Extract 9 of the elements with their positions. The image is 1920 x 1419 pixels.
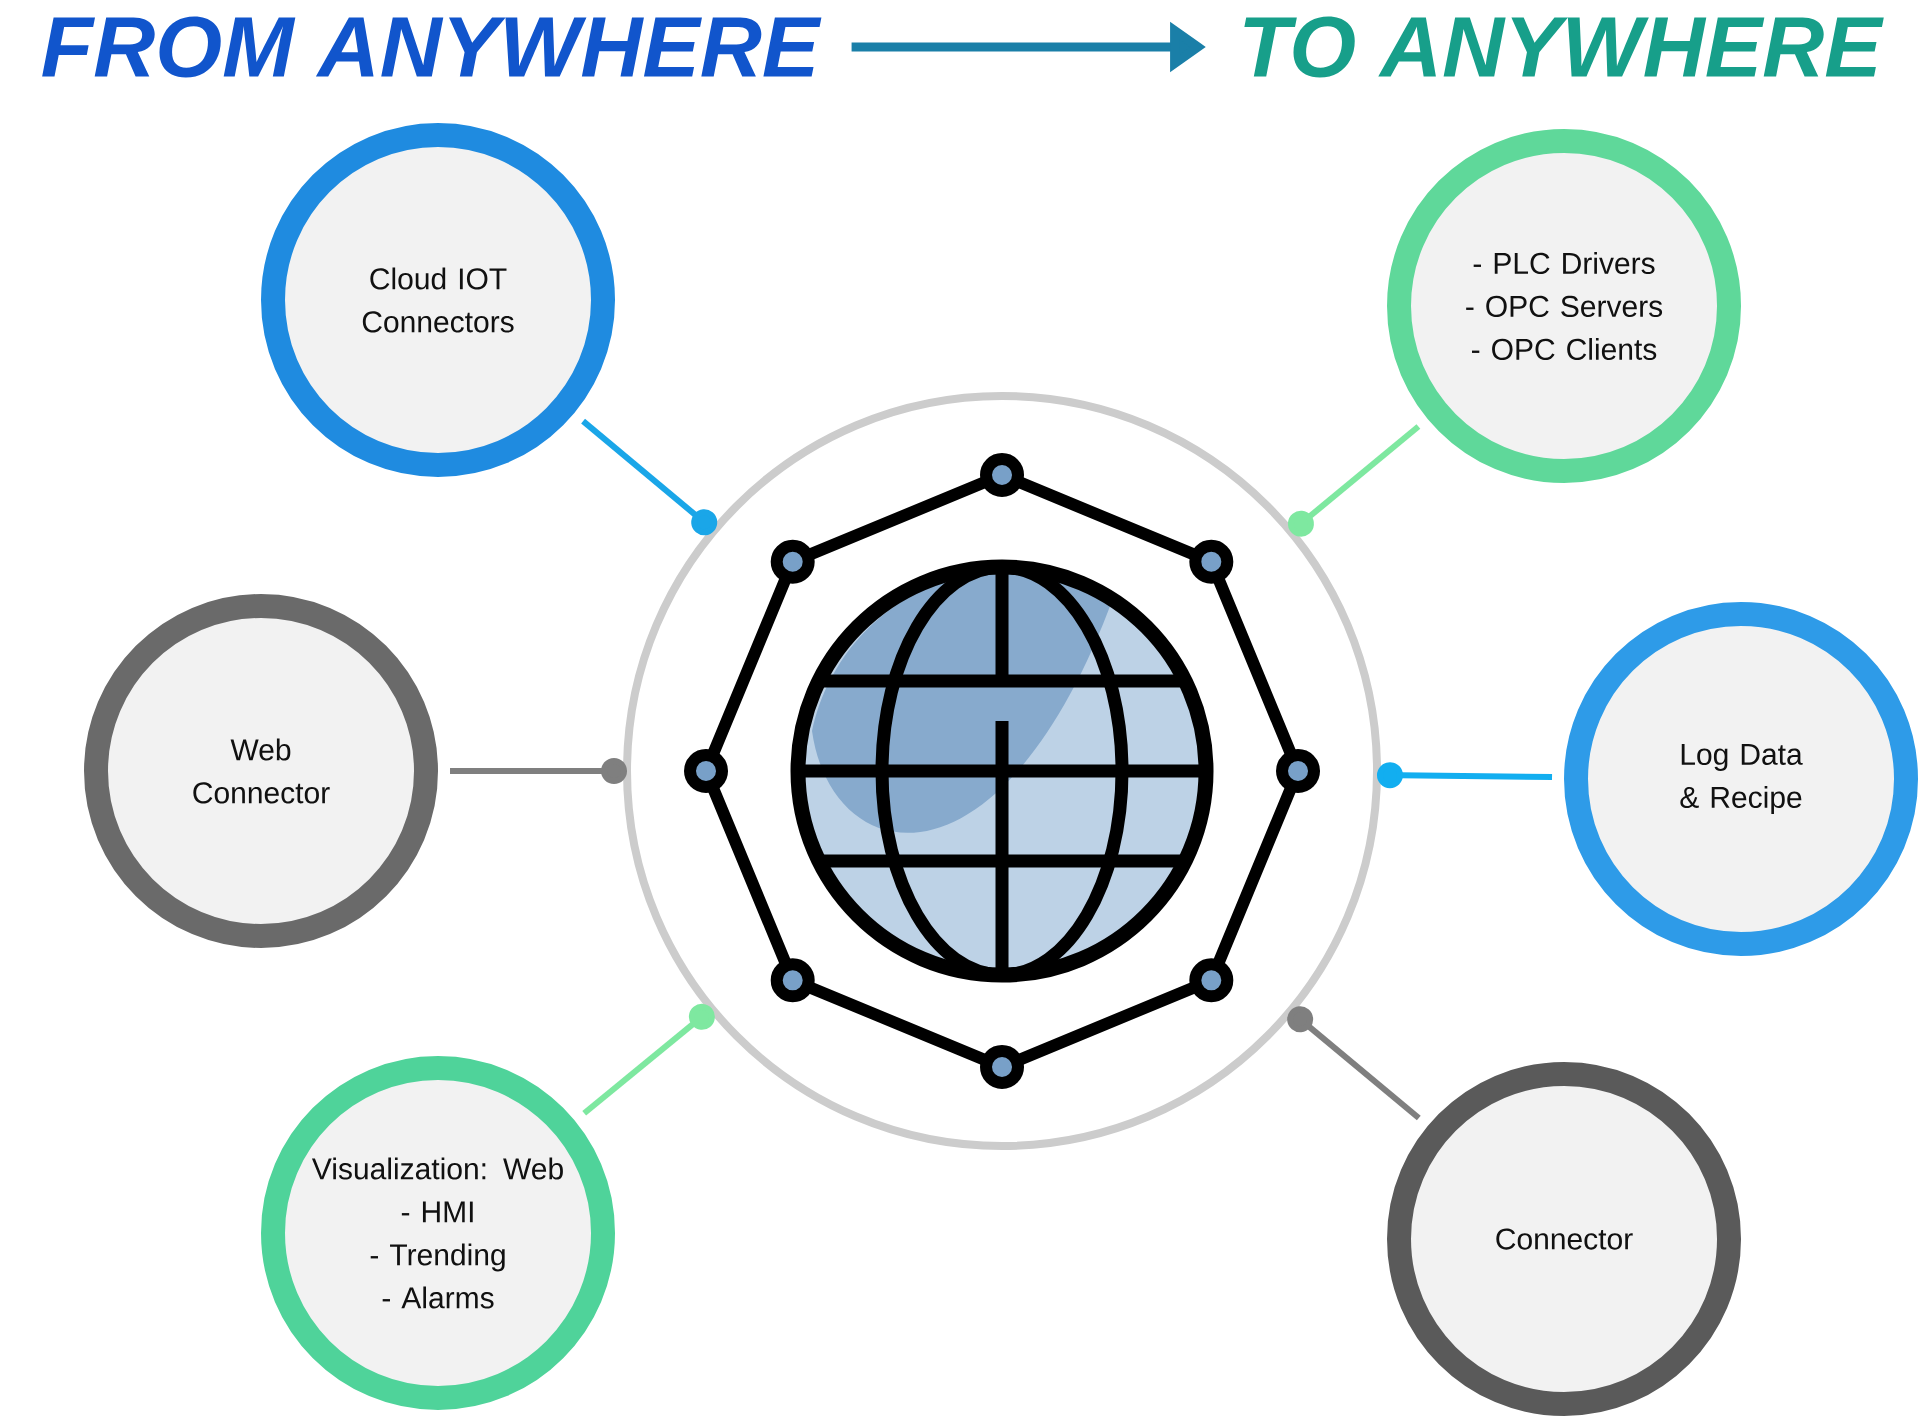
connector-line: [1287, 424, 1421, 537]
connector-line: [581, 418, 718, 536]
heading: FROM ANYWHERE: [42, 16, 822, 78]
heading: TO ANYWHERE: [1244, 16, 1884, 78]
connector-line: [1376, 762, 1553, 789]
connector-line: [1287, 1006, 1421, 1121]
connector-line: [450, 758, 627, 784]
connector-line: [582, 1003, 715, 1116]
ring: [623, 392, 1381, 1150]
